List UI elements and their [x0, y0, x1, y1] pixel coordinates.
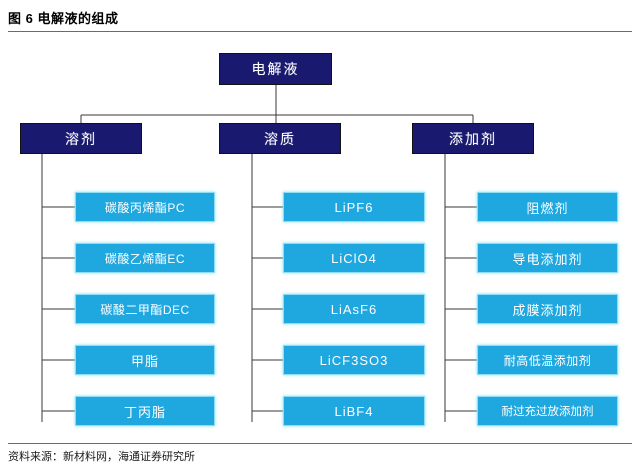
node-leaf-additive-3[interactable]: 耐高低温添加剂: [477, 345, 618, 375]
node-leaf-additive-4[interactable]: 耐过充过放添加剂: [477, 396, 618, 426]
node-leaf-solvent-4[interactable]: 丁丙脂: [75, 396, 215, 426]
node-leaf-solute-2[interactable]: LiAsF6: [283, 294, 425, 324]
node-leaf-solvent-2[interactable]: 碳酸二甲酯DEC: [75, 294, 215, 324]
node-leaf-additive-1[interactable]: 导电添加剂: [477, 243, 618, 273]
node-leaf-solvent-3[interactable]: 甲脂: [75, 345, 215, 375]
footer-divider: [8, 443, 632, 444]
header-divider: [8, 31, 632, 32]
node-branch-solute[interactable]: 溶质: [219, 123, 341, 154]
node-leaf-solvent-0[interactable]: 碳酸丙烯酯PC: [75, 192, 215, 222]
source-note: 资料来源：新材料网，海通证券研究所: [8, 451, 195, 463]
node-leaf-solute-3[interactable]: LiCF3SO3: [283, 345, 425, 375]
node-root-electrolyte[interactable]: 电解液: [219, 53, 332, 85]
node-leaf-solvent-1[interactable]: 碳酸乙烯酯EC: [75, 243, 215, 273]
electrolyte-composition-tree-diagram: 电解液 溶剂 溶质 添加剂 碳酸丙烯酯PC 碳酸乙烯酯EC 碳酸二甲酯DEC 甲…: [0, 33, 640, 441]
node-leaf-solute-4[interactable]: LiBF4: [283, 396, 425, 426]
node-branch-solvent[interactable]: 溶剂: [20, 123, 142, 154]
connector-lines: [41, 85, 477, 422]
node-leaf-additive-0[interactable]: 阻燃剂: [477, 192, 618, 222]
node-leaf-solute-1[interactable]: LiClO4: [283, 243, 425, 273]
node-leaf-solute-0[interactable]: LiPF6: [283, 192, 425, 222]
page-title: 图 6 电解液的组成: [8, 11, 119, 26]
node-branch-additive[interactable]: 添加剂: [412, 123, 534, 154]
node-leaf-additive-2[interactable]: 成膜添加剂: [477, 294, 618, 324]
